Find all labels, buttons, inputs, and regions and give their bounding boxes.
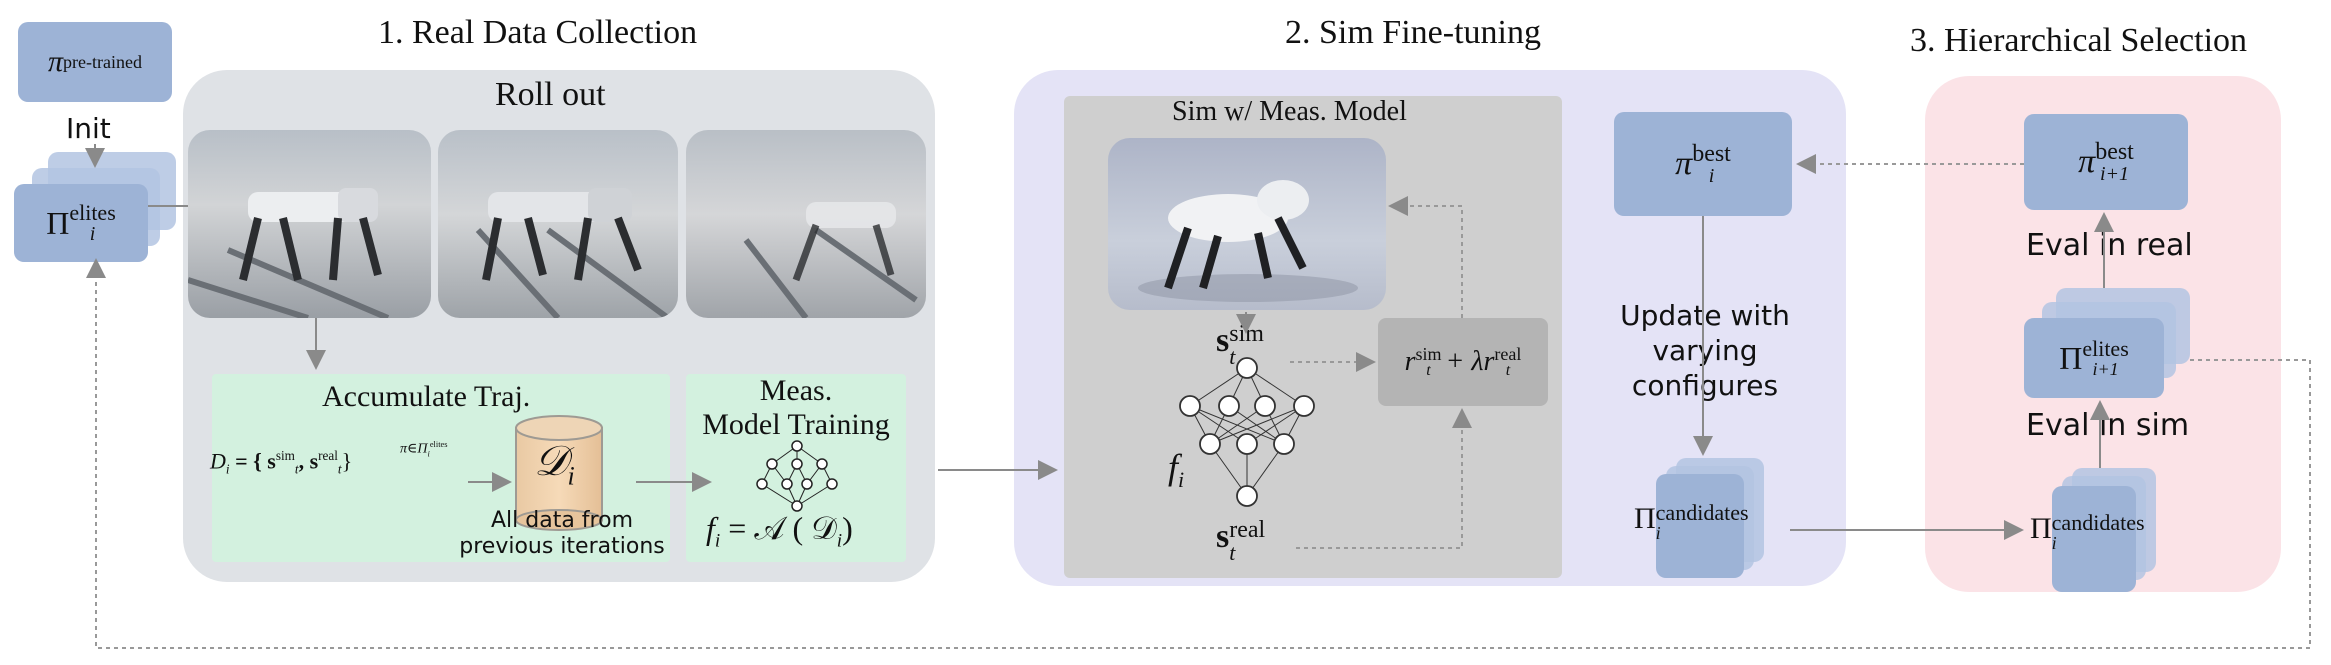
pretrained-pi: π <box>48 45 64 78</box>
all-data-caption: All data from previous iterations <box>452 508 672 560</box>
meas-network-icon <box>756 440 838 512</box>
reward-r-sub: t <box>1426 362 1431 379</box>
rollout-label: Roll out <box>495 76 606 113</box>
s-real-s: s <box>1216 518 1230 555</box>
sim-cand-sub: i <box>1655 523 1661 543</box>
sim-render-image <box>1108 138 1386 310</box>
sel-cand-sup: candidates <box>2051 510 2145 535</box>
sel-cand-sub: i <box>2051 533 2057 553</box>
update-line-3: configures <box>1631 369 1779 402</box>
cylinder-d: 𝒟 <box>534 439 568 485</box>
cylinder-sub: i <box>567 461 575 491</box>
reward-r-sup: sim <box>1415 344 1442 364</box>
meas-training-line-2: Model Training <box>702 408 890 441</box>
reward-r: r <box>1404 346 1416 377</box>
section-title-real: 1. Real Data Collection <box>378 14 698 51</box>
rollout-photo-3 <box>686 130 926 318</box>
reward-plus: + λr <box>1445 346 1495 377</box>
sim-network-icon <box>1179 357 1315 507</box>
reward-r2-sub: t <box>1505 362 1511 379</box>
sim-cand-sup: candidates <box>1655 500 1749 525</box>
sel-elites-pi: Π <box>2059 339 2083 376</box>
meas-f-sub: i <box>714 530 721 552</box>
sim-best-pi: π <box>1675 145 1693 182</box>
pretrained-sup: pre-trained <box>63 51 142 72</box>
elites-sub: i <box>89 223 96 245</box>
eval-sim-label: Eval in sim <box>2026 408 2190 443</box>
sim-best-sup: best <box>1692 141 1731 167</box>
sim-meas-model-label: Sim w/ Meas. Model <box>1172 96 1407 127</box>
all-data-line-2: previous iterations <box>459 534 665 559</box>
sel-best-sub: i+1 <box>2099 163 2130 185</box>
sel-elites-sup: elites <box>2082 336 2129 361</box>
formula-lhs: D <box>210 448 226 474</box>
update-label: Update with varying configures <box>1600 298 1810 403</box>
rollout-photo-2 <box>438 130 678 318</box>
all-data-line-1: All data from <box>490 508 633 533</box>
meas-formula: fi = 𝒜 ( 𝒟i) <box>706 510 853 552</box>
s-sim-s: s <box>1216 322 1230 359</box>
formula-condition: π∈Πielites <box>400 440 448 458</box>
f-sub: i <box>1178 467 1185 493</box>
sim-cand-pi: Π <box>1634 502 1656 535</box>
update-line-1: Update with <box>1620 299 1790 332</box>
f-letter: f <box>1168 447 1179 487</box>
sim-best-sub: i <box>1708 165 1715 187</box>
sel-cand-pi: Π <box>2030 512 2052 545</box>
meas-training-line-1: Meas. <box>759 374 833 407</box>
formula-s-sim-sup: sim <box>275 448 295 463</box>
formula-cond-sub: i <box>427 449 430 459</box>
elites-sup: elites <box>69 200 116 225</box>
section-title-selection: 3. Hierarchical Selection <box>1910 22 2248 59</box>
meas-f: f <box>706 510 715 546</box>
formula-cond: π∈Π <box>400 441 428 457</box>
formula-cond-sup: elites <box>429 440 448 449</box>
update-line-2: varying <box>1652 334 1758 367</box>
sel-best-sup: best <box>2095 139 2134 165</box>
sel-best-pi: π <box>2078 143 2096 180</box>
dataset-formula: Di = { ssimt, srealt} <box>210 448 353 477</box>
s-real-sup: real <box>1229 517 1266 543</box>
formula-body: = { s <box>235 448 276 474</box>
formula-lhs-sub: i <box>225 461 230 477</box>
elites-pi: Π <box>46 204 70 241</box>
init-label: Init <box>66 112 111 145</box>
meas-close: ) <box>842 510 853 546</box>
s-real-sub: t <box>1229 540 1236 565</box>
f-label: fi <box>1168 446 1184 493</box>
section-title-sim: 2. Sim Fine-tuning <box>1285 14 1541 51</box>
cylinder-symbol: 𝒟i <box>534 438 575 491</box>
rollout-photo-1 <box>188 130 431 318</box>
accumulate-traj-label: Accumulate Traj. <box>322 380 531 413</box>
reward-r2-sup: real <box>1494 344 1522 364</box>
s-sim-sup: sim <box>1229 321 1264 347</box>
sel-elites-sub: i+1 <box>2092 359 2119 379</box>
formula-s-real-sup: real <box>318 448 338 463</box>
meas-training-label: Meas. Model Training <box>686 374 906 442</box>
meas-rhs: = 𝒜 ( 𝒟 <box>728 510 837 546</box>
eval-real-label: Eval in real <box>2026 228 2193 263</box>
